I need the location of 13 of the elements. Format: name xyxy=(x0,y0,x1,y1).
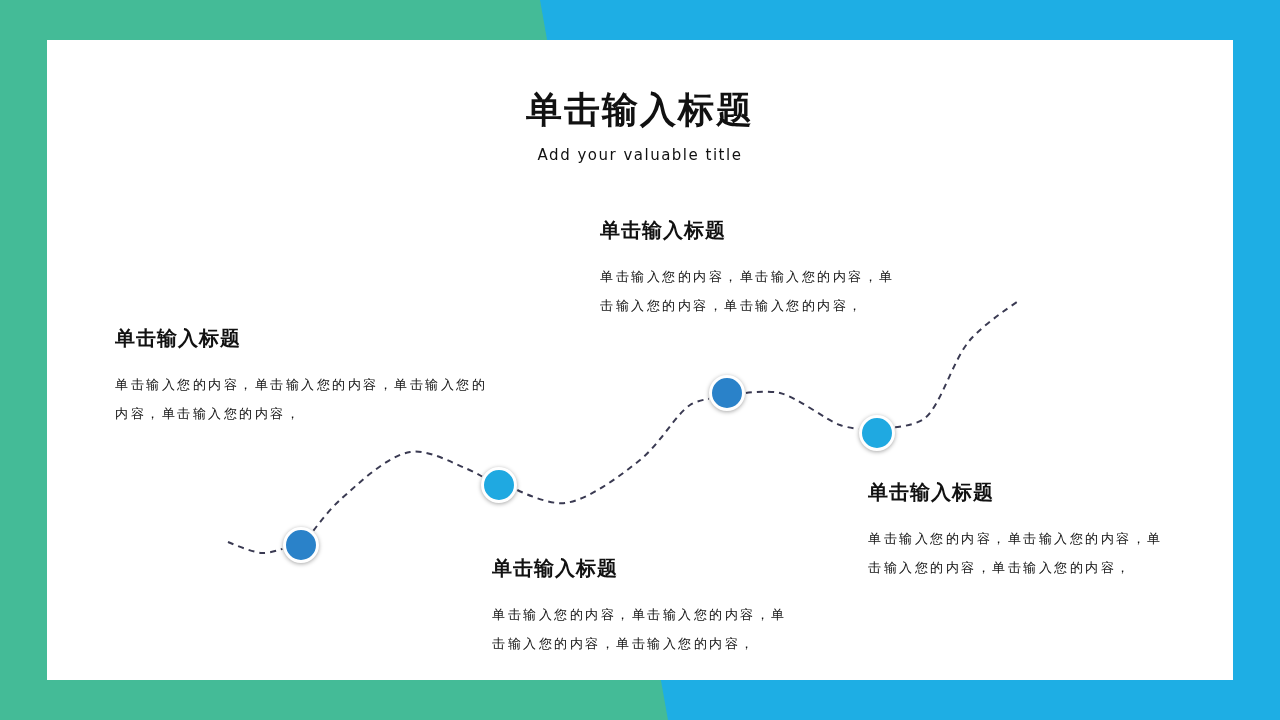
item-description: 单击输入您的内容，单击输入您的内容，单击输入您的内容，单击输入您的内容， xyxy=(600,268,896,315)
item-heading: 单击输入标题 xyxy=(600,217,727,244)
dashed-path xyxy=(312,450,483,532)
dashed-path xyxy=(516,397,710,505)
item-heading: 单击输入标题 xyxy=(492,555,619,582)
item-heading: 单击输入标题 xyxy=(868,479,995,506)
item-heading: 单击输入标题 xyxy=(115,325,242,352)
dashed-path xyxy=(227,541,284,554)
subtitle: Add your valuable title xyxy=(536,146,744,164)
slide-title: 单击输入标题 xyxy=(525,88,755,132)
item-description: 单击输入您的内容，单击输入您的内容，单击输入您的内容，单击输入您的内容， xyxy=(868,530,1164,577)
item-description: 单击输入您的内容，单击输入您的内容，单击输入您的内容，单击输入您的内容， xyxy=(115,376,488,423)
item-description: 单击输入您的内容，单击输入您的内容，单击输入您的内容，单击输入您的内容， xyxy=(492,606,788,653)
